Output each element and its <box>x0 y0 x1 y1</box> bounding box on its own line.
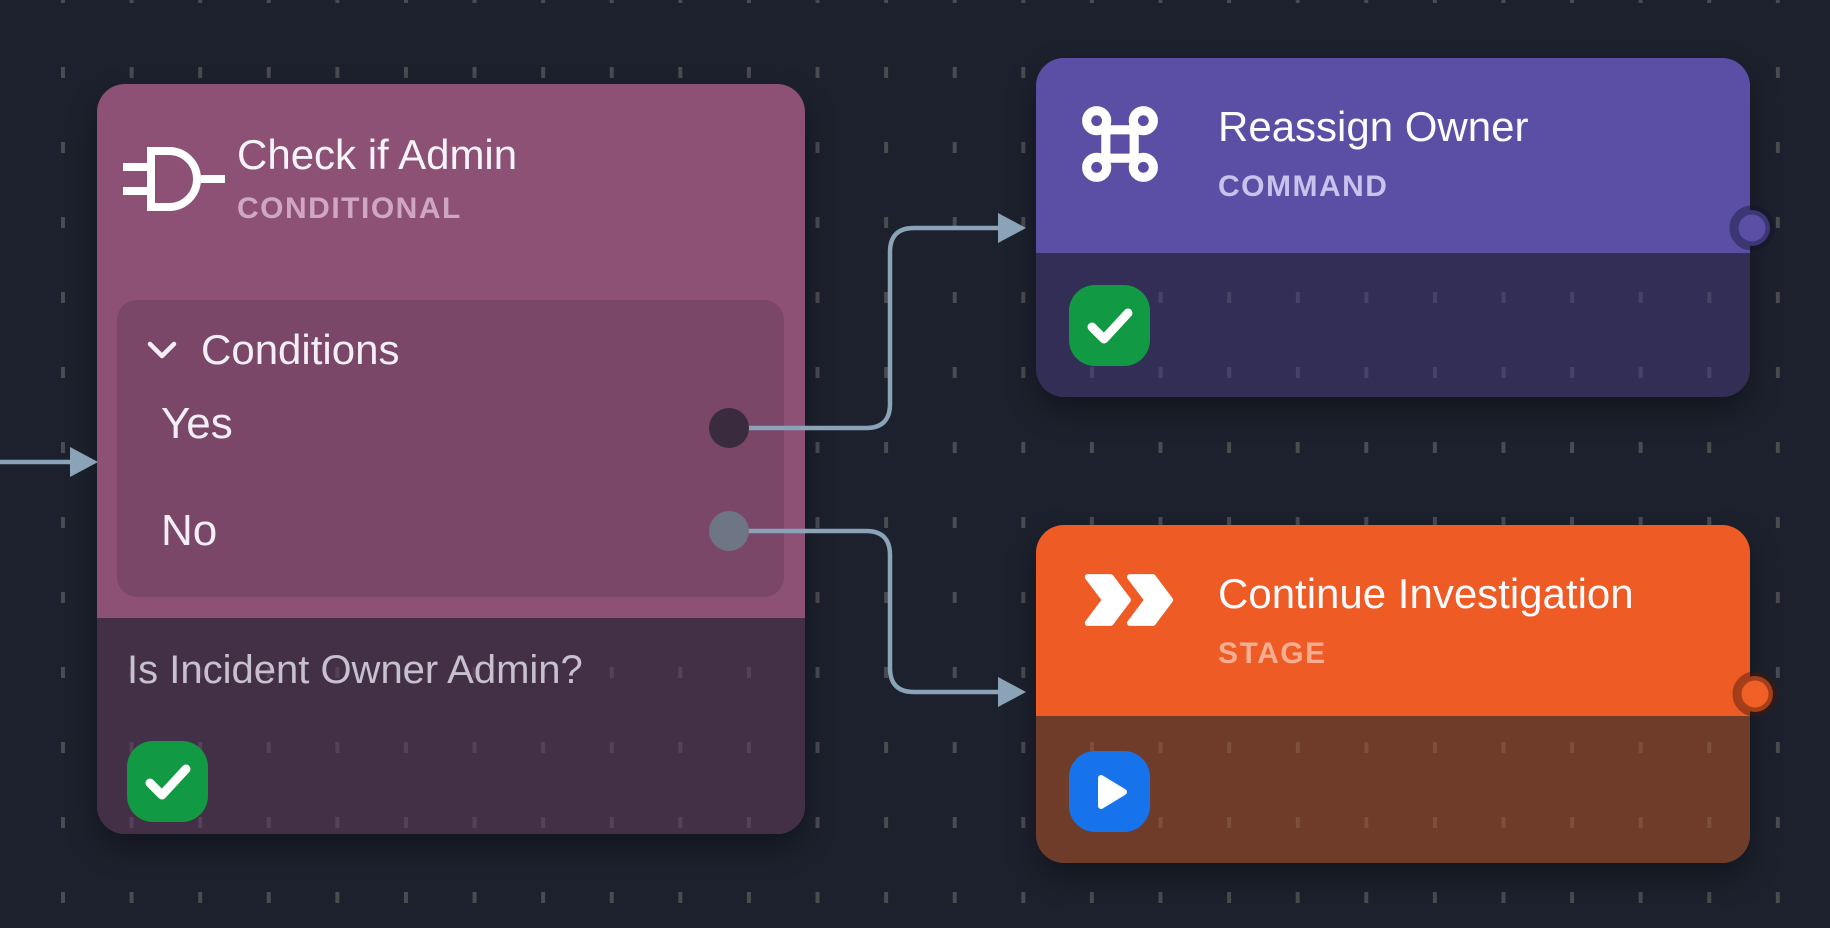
node-type-label: STAGE <box>1218 637 1327 670</box>
arrowhead-icon <box>998 677 1026 707</box>
port-no-output[interactable] <box>709 511 749 551</box>
check-icon <box>1087 308 1132 343</box>
port-stage-output[interactable] <box>1732 671 1778 717</box>
conditions-toggle[interactable]: Conditions <box>145 326 399 374</box>
arrowhead-icon <box>998 213 1026 243</box>
node-title: Reassign Owner <box>1218 103 1529 150</box>
edge-yes-to-reassign-owner[interactable] <box>726 213 1026 431</box>
chevron-down-icon <box>147 341 177 359</box>
node-type-label: COMMAND <box>1218 170 1389 203</box>
conditions-panel: Conditions Yes No <box>117 300 784 597</box>
status-running-badge[interactable] <box>1069 751 1150 832</box>
node-title: Check if Admin <box>237 131 518 178</box>
node-reassign-owner[interactable]: Reassign Owner COMMAND <box>1036 58 1750 397</box>
condition-description: Is Incident Owner Admin? <box>127 648 583 692</box>
conditions-label: Conditions <box>201 326 400 373</box>
status-success-badge[interactable] <box>127 741 208 822</box>
play-icon <box>1097 774 1127 809</box>
status-success-badge[interactable] <box>1069 285 1150 366</box>
node-header: Reassign Owner COMMAND <box>1036 58 1750 253</box>
port-yes-output[interactable] <box>709 408 749 448</box>
node-footer: Is Incident Owner Admin? <box>97 618 805 834</box>
double-chevron-icon <box>1084 574 1174 626</box>
node-type-label: CONDITIONAL <box>237 192 462 225</box>
node-continue-investigation[interactable]: Continue Investigation STAGE <box>1036 525 1750 863</box>
branch-yes-label: Yes <box>161 399 233 448</box>
edge-no-to-continue-investigation[interactable] <box>726 528 1026 707</box>
node-title: Continue Investigation <box>1218 570 1634 617</box>
logic-gate-icon <box>123 147 225 211</box>
branch-no-label: No <box>161 506 218 555</box>
node-check-if-admin[interactable]: Check if Admin CONDITIONAL Conditions Ye… <box>97 84 805 834</box>
command-icon <box>1082 106 1158 182</box>
arrowhead-icon <box>70 447 98 477</box>
node-header: Continue Investigation STAGE <box>1036 525 1750 716</box>
port-command-output[interactable] <box>1729 205 1775 251</box>
check-icon <box>145 764 190 799</box>
node-body <box>1036 253 1750 397</box>
edge-incoming[interactable] <box>0 447 98 477</box>
node-body <box>1036 716 1750 863</box>
